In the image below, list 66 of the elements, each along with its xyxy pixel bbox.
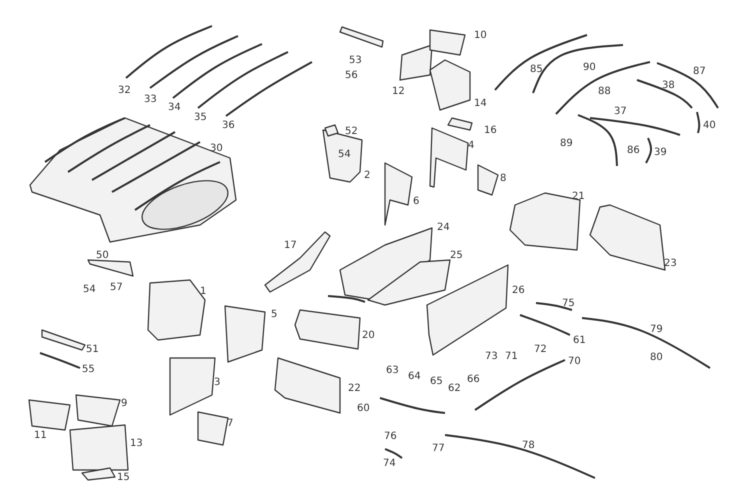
callout-number: 78 — [522, 440, 535, 451]
callout-number: 88 — [598, 86, 611, 97]
callout-number: 55 — [82, 364, 95, 375]
callout-number: 50 — [96, 250, 109, 261]
callout-number: 80 — [650, 352, 663, 363]
callout-number: 10 — [474, 30, 487, 41]
callout-number: 73 — [485, 351, 498, 362]
callout-number: 34 — [168, 102, 181, 113]
callout-number: 2 — [364, 170, 370, 181]
callout-number: 17 — [284, 240, 297, 251]
callout-number: 56 — [345, 70, 358, 81]
callout-number: 75 — [562, 298, 575, 309]
callout-number: 72 — [534, 344, 547, 355]
callout-number: 11 — [34, 430, 47, 441]
callout-number: 39 — [654, 147, 667, 158]
callout-number: 4 — [468, 140, 474, 151]
callout-number: 36 — [222, 120, 235, 131]
callout-number: 85 — [530, 64, 543, 75]
callout-number: 20 — [362, 330, 375, 341]
callout-number: 65 — [430, 376, 443, 387]
callout-number: 12 — [392, 86, 405, 97]
callout-number: 52 — [345, 126, 358, 137]
callout-number: 51 — [86, 344, 99, 355]
callout-number: 64 — [408, 371, 421, 382]
callout-number: 87 — [693, 66, 706, 77]
callout-number: 26 — [512, 285, 525, 296]
callout-number: 86 — [627, 145, 640, 156]
callout-number: 76 — [384, 431, 397, 442]
callout-number: 6 — [413, 196, 420, 207]
callout-number: 71 — [505, 351, 518, 362]
callout-number: 61 — [573, 335, 586, 346]
callout-number: 62 — [448, 383, 461, 394]
callout-number: 9 — [121, 398, 128, 409]
callout-number: 66 — [467, 374, 480, 385]
callout-number: 24 — [437, 222, 450, 233]
callout-number: 13 — [130, 438, 143, 449]
callout-number: 25 — [450, 250, 463, 261]
callout-number: 79 — [650, 324, 663, 335]
callout-number: 32 — [118, 85, 131, 96]
callout-number: 14 — [474, 98, 487, 109]
callout-number: 15 — [117, 472, 130, 483]
callout-number: 23 — [664, 258, 677, 269]
callout-number: 57 — [110, 282, 123, 293]
callout-number: 30 — [210, 143, 223, 154]
callout-number: 60 — [357, 403, 370, 414]
callout-number: 54 — [338, 149, 351, 160]
callout-number: 37 — [614, 106, 627, 117]
callout-number: 77 — [432, 443, 445, 454]
callout-number: 38 — [662, 80, 675, 91]
callout-number: 89 — [560, 138, 573, 149]
callout-number: 54 — [83, 284, 96, 295]
callout-number: 74 — [383, 458, 396, 469]
callout-number: 22 — [348, 383, 361, 394]
callout-number: 70 — [568, 356, 581, 367]
callout-number: 1 — [200, 286, 206, 297]
callout-number: 53 — [349, 55, 362, 66]
callout-number: 40 — [703, 120, 716, 131]
callout-number: 90 — [583, 62, 596, 73]
callout-number: 5 — [271, 309, 278, 320]
callout-number: 35 — [194, 112, 207, 123]
callout-number: 8 — [500, 173, 506, 184]
callout-number: 16 — [484, 125, 497, 136]
callout-number: 33 — [144, 94, 157, 105]
callout-number: 3 — [214, 377, 220, 388]
callout-number: 7 — [227, 418, 234, 429]
callout-number: 63 — [386, 365, 399, 376]
